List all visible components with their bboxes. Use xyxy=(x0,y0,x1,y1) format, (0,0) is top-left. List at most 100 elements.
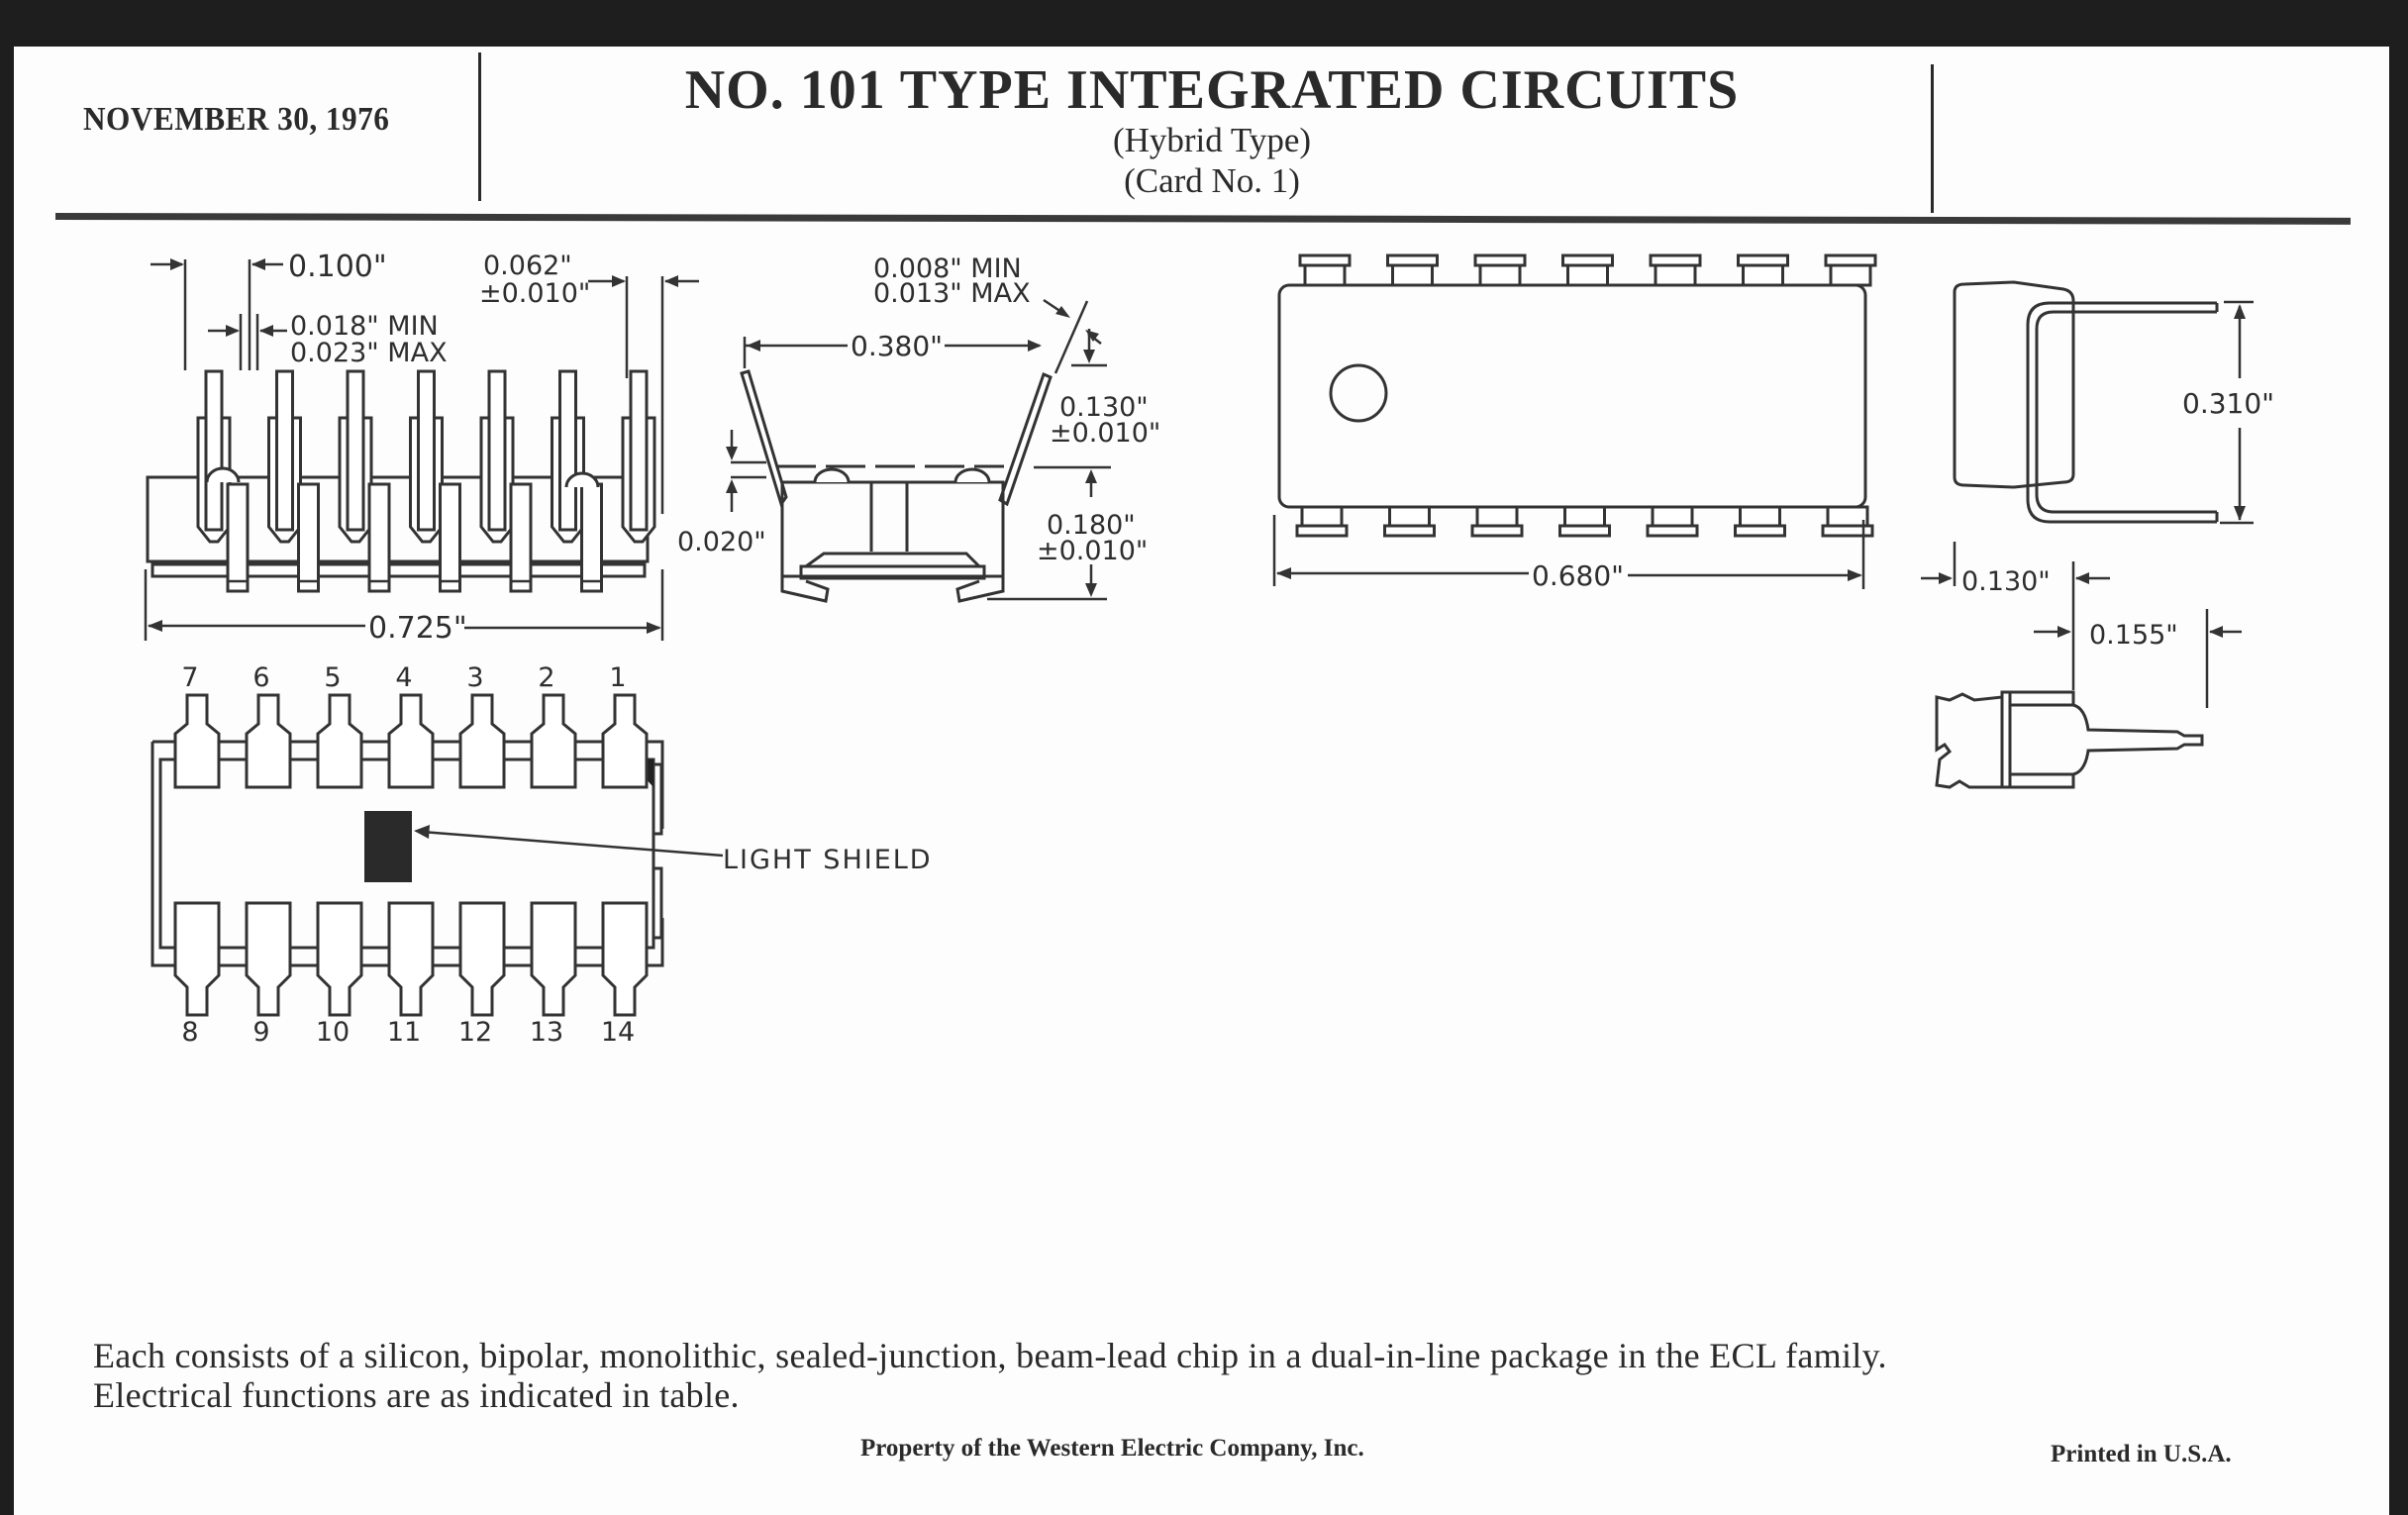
lead-detail-flange xyxy=(2000,690,2012,789)
arrow-right-icon xyxy=(1939,572,1953,584)
dim-ext-line xyxy=(1054,300,1089,374)
end-body xyxy=(780,480,1005,578)
footer-printed: Printed in U.S.A. xyxy=(2051,1441,2232,1467)
side-post xyxy=(509,482,533,593)
top-view-tabs xyxy=(1295,253,1877,538)
arrow-left-icon xyxy=(148,620,162,632)
pinout-bottom-pin xyxy=(530,901,577,1017)
end-base xyxy=(805,552,981,568)
arrow-left-icon xyxy=(2209,626,2223,638)
dim-lead-thickness-min: 0.008" MIN xyxy=(873,253,1022,284)
side-lead-stem xyxy=(558,369,577,532)
profile-lead-inner xyxy=(2035,310,2217,514)
dim-body-height-tol: ±0.010" xyxy=(1037,536,1148,566)
arrow-left-icon xyxy=(414,825,430,839)
arrow-left-icon xyxy=(251,258,265,270)
dim-lead-length-tol: ±0.010" xyxy=(1050,418,1160,449)
dim-lead-length: 0.130" xyxy=(1059,392,1149,423)
top-tab-flange xyxy=(1386,253,1439,267)
dim-lead-thickness-max: 0.013" MAX xyxy=(873,278,1031,309)
side-lower-posts xyxy=(226,482,603,593)
pin-label: 9 xyxy=(252,1017,269,1048)
lead-detail-shape xyxy=(2010,772,2075,789)
pinout-edge-tab xyxy=(652,866,663,940)
dim-body-length: 0.680" xyxy=(1532,559,1624,592)
end-dome-left xyxy=(813,467,851,483)
end-lead-right xyxy=(998,371,1053,507)
top-tab-flange xyxy=(1649,253,1702,267)
pin-label: 13 xyxy=(530,1017,563,1048)
dim-lead-extension: 0.155" xyxy=(2089,620,2178,651)
pinout-bottom-pin xyxy=(387,901,435,1017)
bottom-tab-flange xyxy=(1383,524,1436,538)
arrow-left-icon xyxy=(2075,572,2089,584)
drawings: 0.100" 0.018" MIN 0.023" MAX 0.062" ±0.0… xyxy=(144,250,2274,1048)
arrow-up-icon xyxy=(2234,304,2246,319)
dim-lead-width-max: 0.023" MAX xyxy=(290,338,448,368)
arrow-left-icon xyxy=(747,340,760,352)
pinout-top-pin xyxy=(530,693,577,789)
side-post xyxy=(439,482,461,593)
arrow-right-icon xyxy=(612,275,626,287)
bottom-tab-flange xyxy=(1558,524,1611,538)
side-dome-right xyxy=(564,471,600,488)
pin-label: 4 xyxy=(395,662,412,693)
spec-card: NOVEMBER 30, 1976 NO. 101 TYPE INTEGRATE… xyxy=(14,47,2389,1515)
end-view-drawing: 0.008" MIN 0.013" MAX 0.380" 0.130" ±0.0… xyxy=(677,253,1160,603)
side-dome-left xyxy=(205,466,241,483)
pin-label: 11 xyxy=(387,1017,421,1048)
arrow-right-icon xyxy=(2057,626,2071,638)
pinout-top-pin xyxy=(387,693,435,789)
side-lead-stem xyxy=(204,369,224,532)
side-lead-stem xyxy=(487,369,507,532)
pin-label: 2 xyxy=(538,662,554,693)
bottom-tab-flange xyxy=(1295,524,1349,538)
arrow-up-icon xyxy=(726,479,738,493)
end-lead-left xyxy=(740,369,788,508)
dim-row-spacing: 0.310" xyxy=(2182,387,2274,420)
page-title: NO. 101 TYPE INTEGRATED CIRCUITS xyxy=(684,59,1740,121)
footer-property: Property of the Western Electric Company… xyxy=(860,1435,1364,1462)
top-tab-flange xyxy=(1473,253,1527,267)
pin-label: 10 xyxy=(316,1017,350,1048)
callout-leader xyxy=(421,830,724,858)
page-subtitle: (Hybrid Type) xyxy=(1112,121,1312,159)
issue-date: NOVEMBER 30, 1976 xyxy=(83,101,390,138)
pinout-top-pin xyxy=(173,693,221,789)
light-shield xyxy=(364,811,412,882)
end-dome-right xyxy=(953,467,991,483)
side-post xyxy=(580,482,603,593)
dim-lead-span: 0.380" xyxy=(851,330,943,362)
pin-label: 6 xyxy=(252,662,269,693)
arrow-left-icon xyxy=(259,325,273,337)
side-post xyxy=(226,482,250,593)
profile-view-drawing: 0.310" 0.130" 0.155" xyxy=(1921,280,2274,789)
side-lead-stem xyxy=(346,369,365,532)
pinout-bottom-pin xyxy=(458,901,506,1017)
end-base-plate xyxy=(799,564,986,580)
arrow-left-icon xyxy=(664,275,678,287)
side-post xyxy=(367,482,391,593)
pinout-top-pin xyxy=(458,693,506,789)
profile-body xyxy=(1953,280,2075,489)
top-tab-flange xyxy=(1298,253,1352,267)
pinout-bottom-pin xyxy=(316,901,363,1017)
pinout-bottom-pin xyxy=(173,901,221,1017)
arrow-right-icon xyxy=(1848,569,1862,581)
dim-lead-width-min: 0.018" MIN xyxy=(290,311,439,342)
end-foot-right xyxy=(955,576,1005,603)
pinout-top-pin xyxy=(316,693,363,789)
pinout-edge-tab xyxy=(652,762,663,836)
top-tab-flange xyxy=(1737,253,1789,267)
arrow-up-icon xyxy=(1085,469,1097,483)
bottom-tab-flange xyxy=(1646,524,1699,538)
arrow-right-icon xyxy=(226,325,240,337)
dim-end-clearance: 0.062" xyxy=(483,251,572,281)
dim-body-depth: 0.130" xyxy=(1961,566,2051,597)
arrow-down-icon xyxy=(2234,506,2246,521)
dim-body-height: 0.180" xyxy=(1047,510,1136,541)
header-divider-left xyxy=(478,52,481,201)
pin-label: 14 xyxy=(601,1017,635,1048)
arrow-down-icon xyxy=(1085,583,1097,597)
dim-pin-pitch: 0.100" xyxy=(288,250,387,284)
